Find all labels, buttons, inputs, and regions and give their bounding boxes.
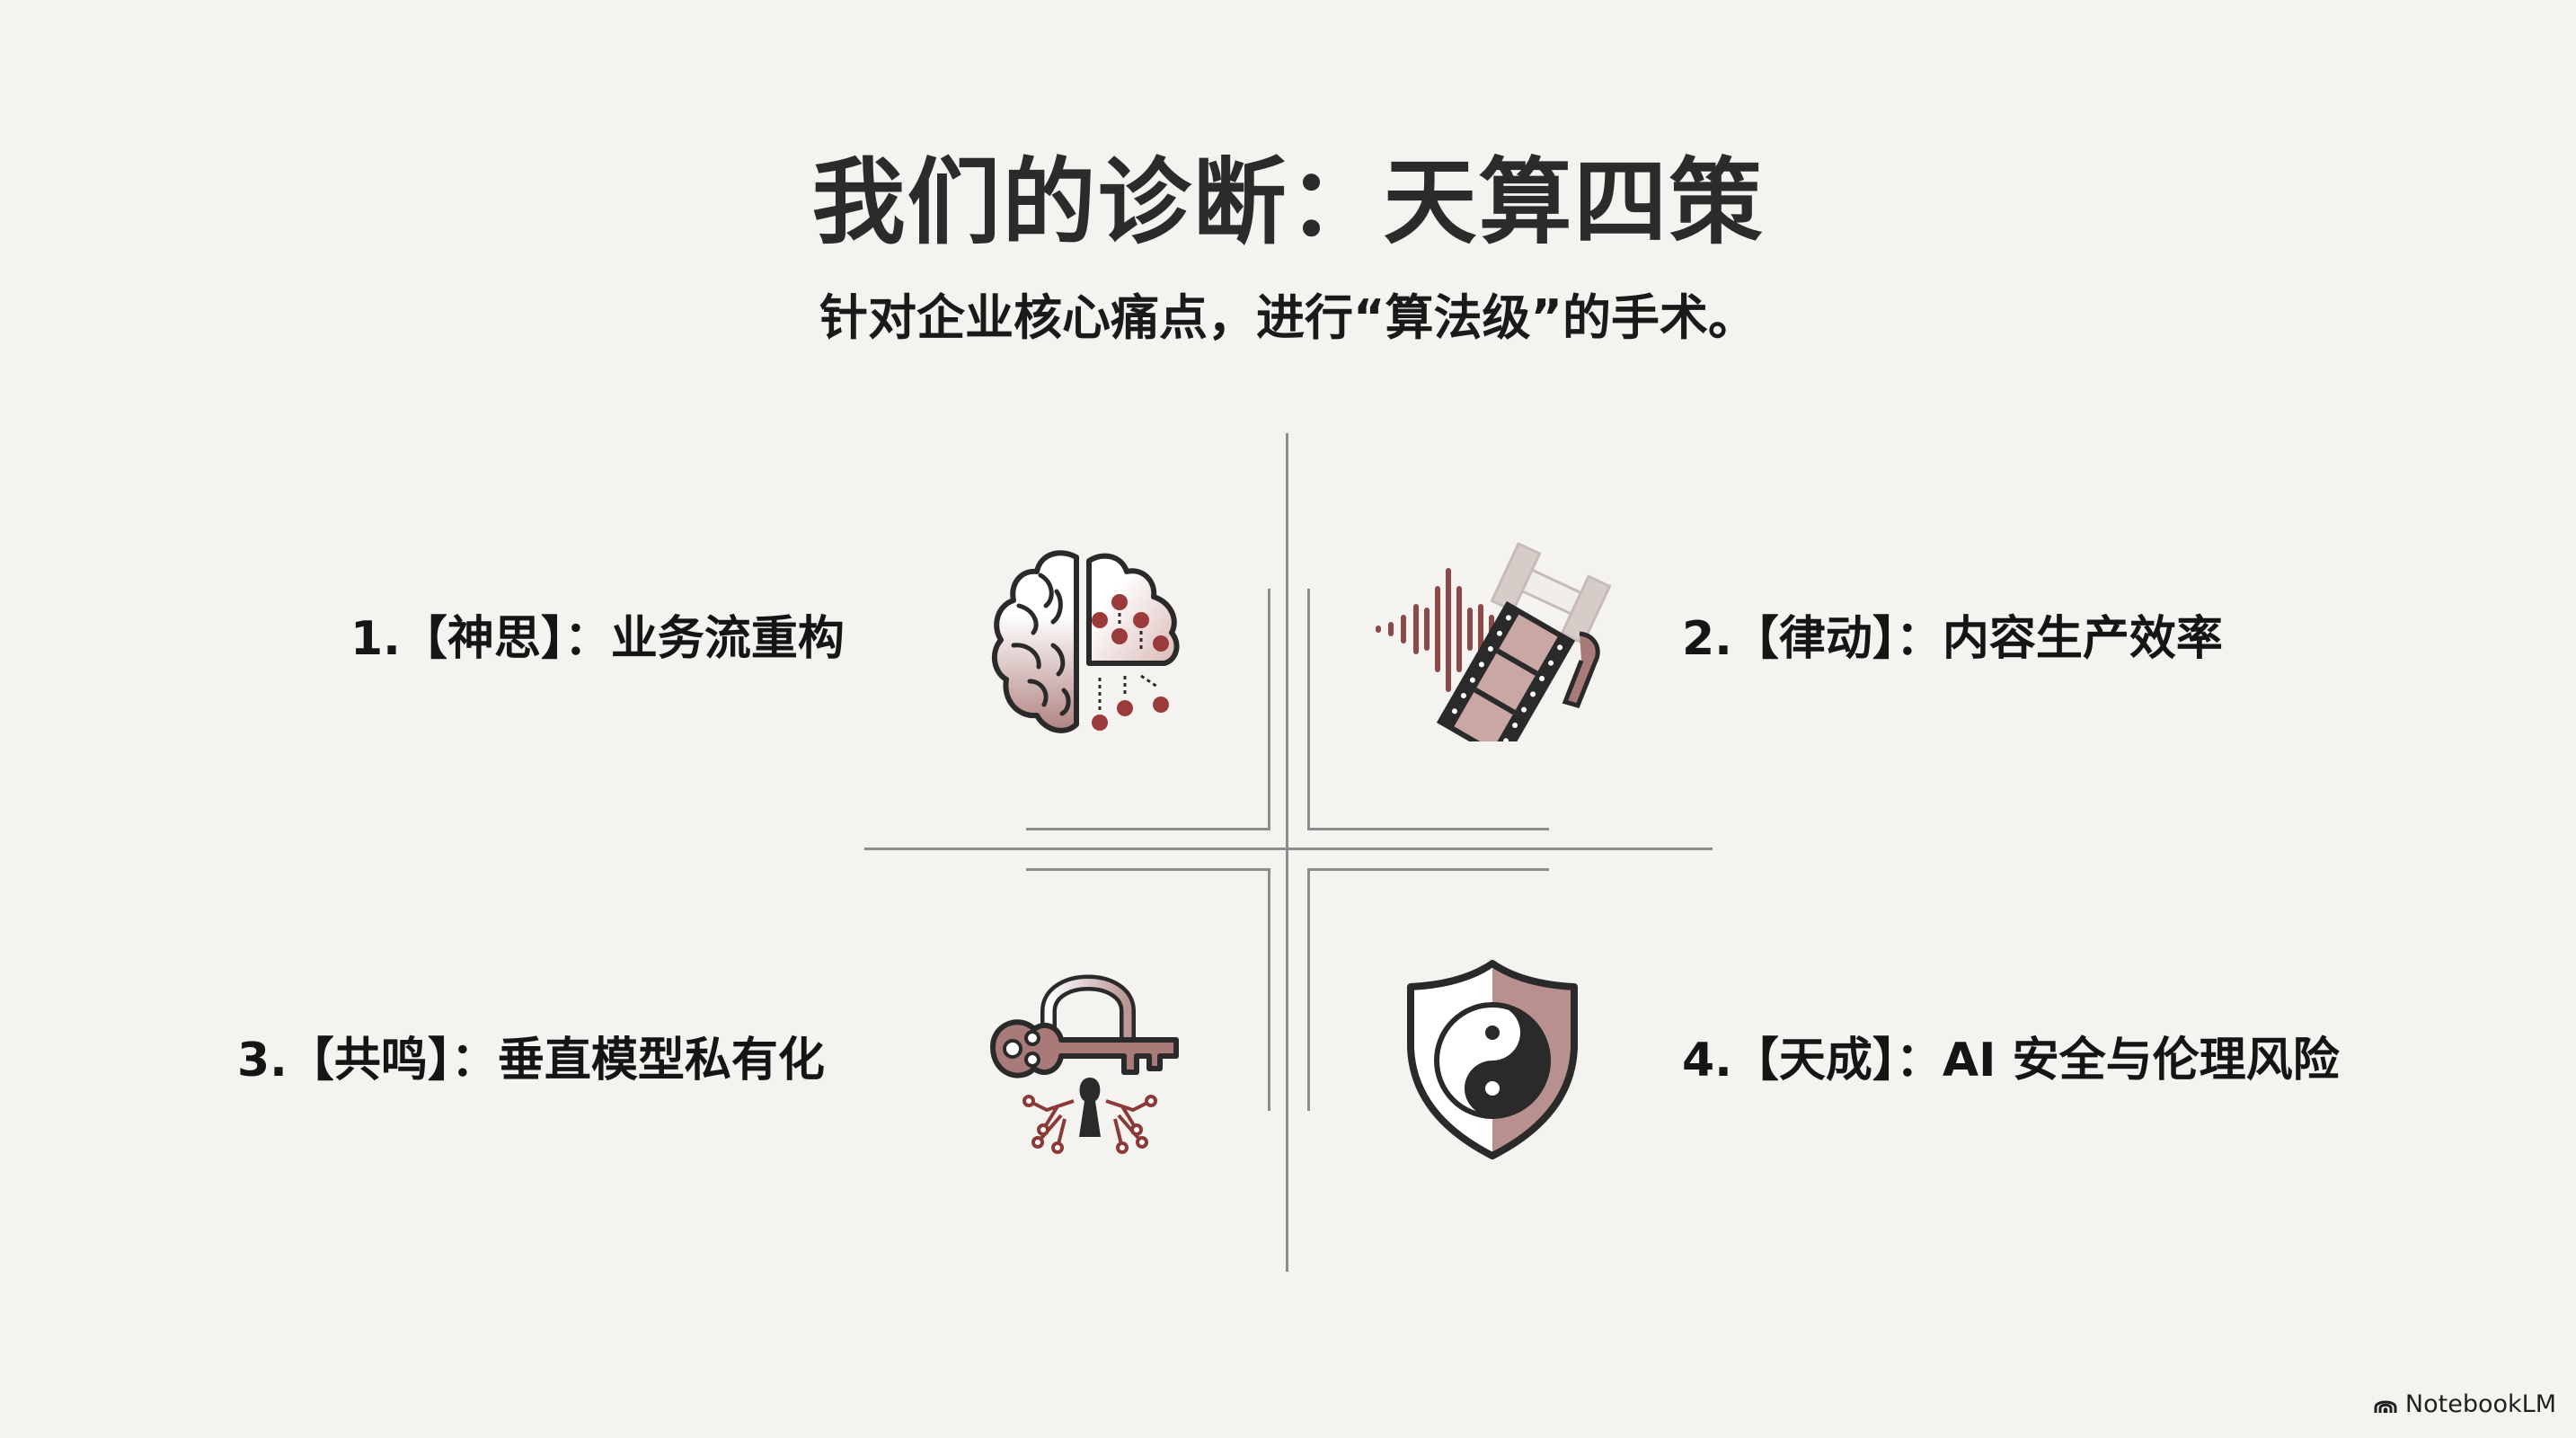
divider-inner-bottom-left: [1026, 868, 1270, 871]
quadrant-1-label: 1.【神思】：业务流重构: [350, 612, 845, 666]
notebooklm-watermark: NotebookLM: [2373, 1390, 2556, 1418]
slide-subtitle: 针对企业核心痛点，进行“算法级”的手术。: [819, 289, 1757, 346]
notebooklm-logo-icon: [2374, 1400, 2397, 1413]
divider-inner-right-lower: [1307, 868, 1310, 1111]
soundwave-film-icon: [1376, 542, 1612, 741]
yin-yang-shield-icon: [1407, 960, 1578, 1159]
brain-circuit-icon: [991, 550, 1180, 733]
divider-main-horizontal: [864, 848, 1713, 850]
divider-inner-top-left: [1026, 828, 1270, 830]
divider-inner-left-lower: [1268, 868, 1270, 1111]
watermark-label: NotebookLM: [2404, 1390, 2556, 1418]
quadrant-4-label: 4.【天成】：AI 安全与伦理风险: [1682, 1034, 2340, 1087]
divider-inner-top-right: [1307, 828, 1549, 830]
quadrant-3-label: 3.【共鸣】：垂直模型私有化: [237, 1034, 825, 1087]
quadrant-2-label: 2.【律动】：内容生产效率: [1682, 612, 2223, 666]
divider-inner-bottom-right: [1307, 868, 1549, 871]
divider-inner-right-upper: [1307, 589, 1310, 830]
divider-inner-left-upper: [1268, 589, 1270, 830]
key-lock-circuit-icon: [990, 974, 1179, 1154]
slide-title: 我们的诊断：天算四策: [811, 146, 1765, 257]
divider-main-vertical: [1286, 433, 1288, 1272]
